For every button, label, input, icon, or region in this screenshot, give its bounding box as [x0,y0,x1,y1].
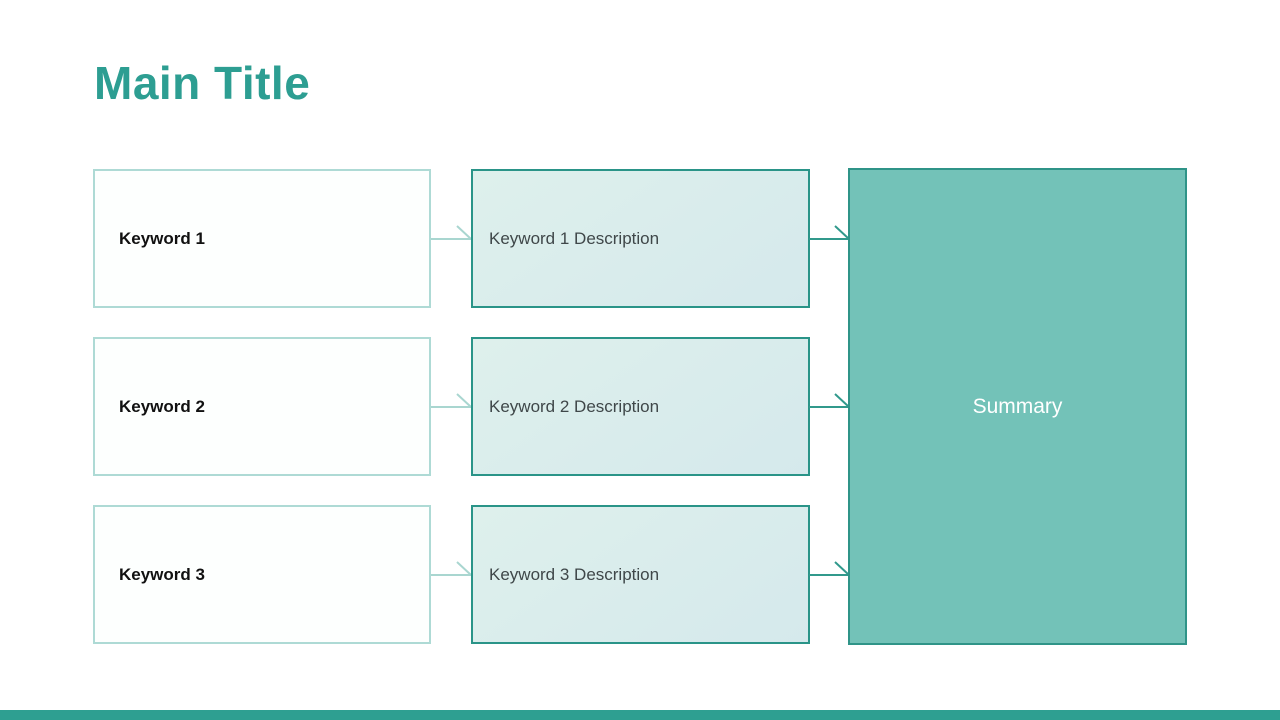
summary-box: Summary [848,168,1187,645]
keyword-1-label: Keyword 1 [119,228,205,248]
arrow-keyword-2-to-description [431,387,471,417]
keyword-2-description-label: Keyword 2 Description [489,396,660,416]
arrow-keyword-3-to-description [431,555,471,585]
keyword-3-box: Keyword 3 [93,505,431,644]
keyword-1-box: Keyword 1 [93,169,431,308]
arrow-keyword-1-to-description [431,219,471,249]
arrow-description-1-to-summary [809,219,849,249]
summary-label: Summary [972,394,1063,418]
keyword-3-label: Keyword 3 [119,564,205,584]
keyword-1-description-box: Keyword 1 Description [471,169,810,308]
keyword-3-description-box: Keyword 3 Description [471,505,810,644]
keyword-2-label: Keyword 2 [119,396,205,416]
keyword-1-description-label: Keyword 1 Description [489,228,660,248]
keyword-2-box: Keyword 2 [93,337,431,476]
page-title: Main Title [94,57,311,109]
keyword-3-description-label: Keyword 3 Description [489,564,660,584]
arrow-description-3-to-summary [809,555,849,585]
bottom-accent-bar [0,710,1280,720]
arrow-description-2-to-summary [809,387,849,417]
keyword-2-description-box: Keyword 2 Description [471,337,810,476]
